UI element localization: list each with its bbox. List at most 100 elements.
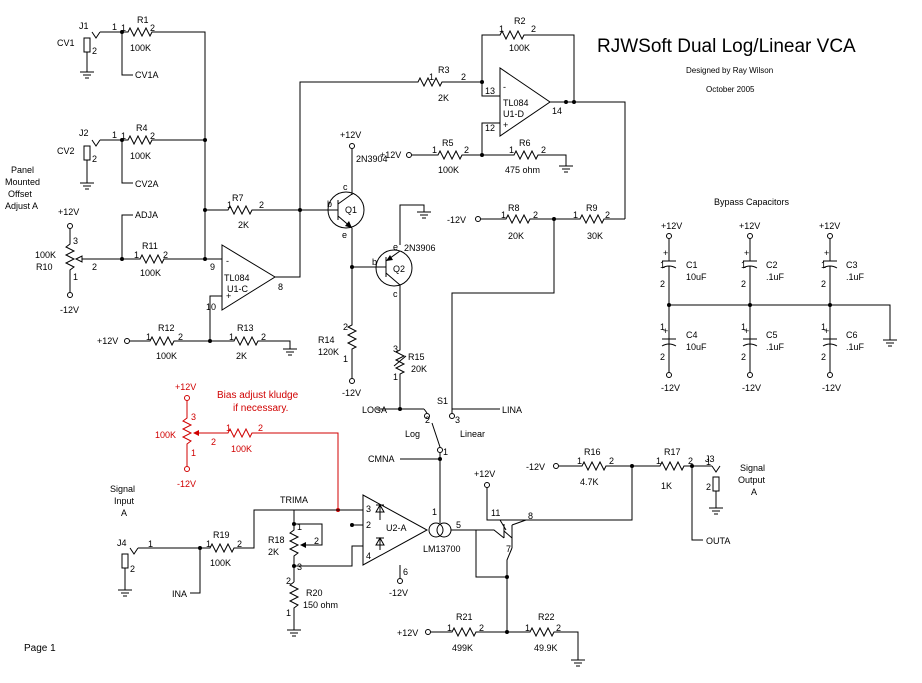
r6-value: 475 ohm xyxy=(505,165,540,175)
r21-value: 499K xyxy=(452,643,473,653)
svg-text:Panel: Panel xyxy=(11,165,34,175)
svg-text:2: 2 xyxy=(660,279,665,289)
r11-value: 100K xyxy=(140,268,161,278)
svg-text:1: 1 xyxy=(112,130,117,140)
u2a-ota: 3 2 4 U2-A 6 -12V 1 5 LM13700 xyxy=(350,494,476,598)
svg-text:Signal: Signal xyxy=(740,463,765,473)
svg-text:1: 1 xyxy=(121,23,126,33)
svg-text:2: 2 xyxy=(92,154,97,164)
svg-text:b: b xyxy=(327,199,332,209)
q1-name: Q1 xyxy=(345,205,357,215)
r13-value: 2K xyxy=(236,351,247,361)
r4-name: R4 xyxy=(136,123,148,133)
svg-text:3: 3 xyxy=(191,412,196,422)
svg-text:1: 1 xyxy=(741,260,746,270)
r8-name: R8 xyxy=(508,203,520,213)
r2-value: 100K xyxy=(509,43,530,53)
svg-text:2: 2 xyxy=(237,539,242,549)
trima-label: TRIMA xyxy=(280,495,308,505)
page-label: Page 1 xyxy=(24,643,56,654)
r3-name: R3 xyxy=(438,65,450,75)
svg-text:2: 2 xyxy=(531,24,536,34)
r10-value: 100K xyxy=(35,250,56,260)
svg-text:5: 5 xyxy=(456,520,461,530)
darlington-buffer: +12V 11 8 7 xyxy=(474,467,633,632)
cv2-input-section: CV2 J2 2 1 R4 1 2 100K CV2A xyxy=(57,123,207,190)
svg-text:+: + xyxy=(503,120,508,130)
svg-text:2: 2 xyxy=(178,332,183,342)
svg-text:-12V: -12V xyxy=(661,383,680,393)
svg-text:1: 1 xyxy=(226,423,231,433)
r16-name: R16 xyxy=(584,447,601,457)
svg-text:1: 1 xyxy=(112,22,117,32)
svg-text:2: 2 xyxy=(92,46,97,56)
r3-value: 2K xyxy=(438,93,449,103)
r19-value: 100K xyxy=(210,558,231,568)
svg-text:+: + xyxy=(226,291,231,301)
svg-text:Offset: Offset xyxy=(8,189,32,199)
svg-text:2: 2 xyxy=(343,322,348,332)
q2-name: Q2 xyxy=(393,264,405,274)
svg-text:+: + xyxy=(663,248,668,258)
r21-r22-divider: +12V R21 1 2 499K R22 1 2 49.9K xyxy=(397,612,585,667)
svg-text:1: 1 xyxy=(73,272,78,282)
svg-text:1: 1 xyxy=(432,145,437,155)
c1-name: C1 xyxy=(686,260,698,270)
r4-value: 100K xyxy=(130,151,151,161)
bias-pot-value: 100K xyxy=(155,430,176,440)
svg-text:-12V: -12V xyxy=(177,479,196,489)
svg-text:4: 4 xyxy=(366,551,371,561)
svg-text:9: 9 xyxy=(210,262,215,272)
svg-text:2: 2 xyxy=(150,23,155,33)
svg-text:1: 1 xyxy=(660,260,665,270)
offset-pot-section: Panel Mounted Offset Adjust A +12V 3 1 1… xyxy=(5,165,207,315)
svg-text:-12V: -12V xyxy=(822,383,841,393)
cv2a-label: CV2A xyxy=(135,179,159,189)
svg-text:1: 1 xyxy=(227,200,232,210)
j3-label: J3 xyxy=(705,454,715,464)
svg-text:3: 3 xyxy=(366,504,371,514)
c1-value: 10uF xyxy=(686,272,707,282)
r19-name: R19 xyxy=(213,530,230,540)
svg-text:1: 1 xyxy=(286,608,291,618)
svg-text:-: - xyxy=(226,256,229,266)
r8-value: 20K xyxy=(508,231,524,241)
r12-name: R12 xyxy=(158,323,175,333)
svg-text:1: 1 xyxy=(134,250,139,260)
svg-text:1: 1 xyxy=(297,522,302,532)
cv1a-label: CV1A xyxy=(135,70,159,80)
cv1-label: CV1 xyxy=(57,38,75,48)
u2a-unit: U2-A xyxy=(386,523,407,533)
svg-text:8: 8 xyxy=(278,282,283,292)
svg-text:+: + xyxy=(744,326,749,336)
svg-text:2: 2 xyxy=(461,72,466,82)
svg-text:11: 11 xyxy=(491,508,500,518)
j4-label: J4 xyxy=(117,538,127,548)
svg-text:e: e xyxy=(393,242,398,252)
svg-text:1: 1 xyxy=(499,24,504,34)
svg-text:2: 2 xyxy=(286,576,291,586)
r14-r15-section: 2 1 R14 120K -12V 3 1 R15 20K xyxy=(318,320,427,409)
svg-text:7: 7 xyxy=(506,544,511,554)
cmna-label: CMNA xyxy=(368,454,395,464)
u1d-unit: U1-D xyxy=(503,109,525,119)
c5-value: .1uF xyxy=(766,342,785,352)
designer-credit: Designed by Ray Wilson xyxy=(686,66,773,75)
r14-value: 120K xyxy=(318,347,339,357)
svg-text:2: 2 xyxy=(541,145,546,155)
svg-text:+12V: +12V xyxy=(175,382,196,392)
svg-text:2: 2 xyxy=(92,262,97,272)
r20-name: R20 xyxy=(306,588,323,598)
r17-value: 1K xyxy=(661,481,672,491)
svg-text:6: 6 xyxy=(403,567,408,577)
svg-text:2: 2 xyxy=(605,210,610,220)
svg-text:14: 14 xyxy=(552,106,562,116)
r17-name: R17 xyxy=(664,447,681,457)
c4-name: C4 xyxy=(686,330,698,340)
svg-text:1: 1 xyxy=(501,210,506,220)
r5-r6-divider: +12V R5 1 2 100K R6 1 2 475 ohm xyxy=(380,138,573,175)
svg-text:Adjust A: Adjust A xyxy=(5,201,38,211)
r1-value: 100K xyxy=(130,43,151,53)
svg-text:2: 2 xyxy=(150,131,155,141)
ina-label: INA xyxy=(172,589,187,599)
